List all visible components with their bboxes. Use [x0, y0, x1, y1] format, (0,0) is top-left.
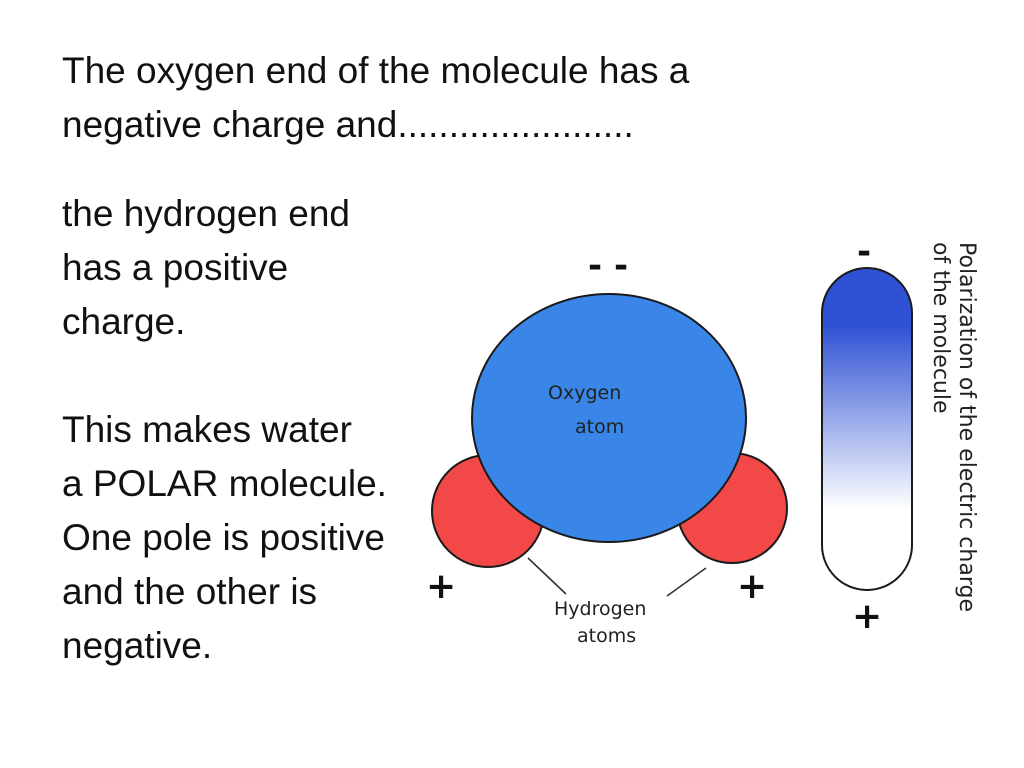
hydrogen-leader-line-left [527, 557, 567, 595]
hydrogen-leader-line-right [666, 567, 707, 597]
left-hydrogen-positive-charge: + [426, 566, 456, 607]
slide-body-text: the hydrogen end has a positive charge. … [62, 193, 387, 666]
hydrogen-label-line2: atoms [577, 625, 636, 647]
polarization-caption-line1: Polarization of the electric charge [954, 242, 979, 612]
polarization-caption-line2: of the molecule [928, 242, 953, 414]
hydrogen-label-line1: Hydrogen [554, 598, 646, 620]
oxygen-negative-charge: - - [588, 246, 628, 286]
bar-negative-charge: - [857, 232, 871, 272]
oxygen-label-line2: atom [575, 416, 624, 438]
oxygen-atom [471, 293, 747, 543]
bar-positive-charge: + [852, 596, 882, 637]
polarization-gradient-bar [821, 267, 913, 591]
right-hydrogen-positive-charge: + [737, 566, 767, 607]
slide-heading: The oxygen end of the molecule has a neg… [62, 50, 690, 145]
oxygen-label-line1: Oxygen [548, 382, 621, 404]
